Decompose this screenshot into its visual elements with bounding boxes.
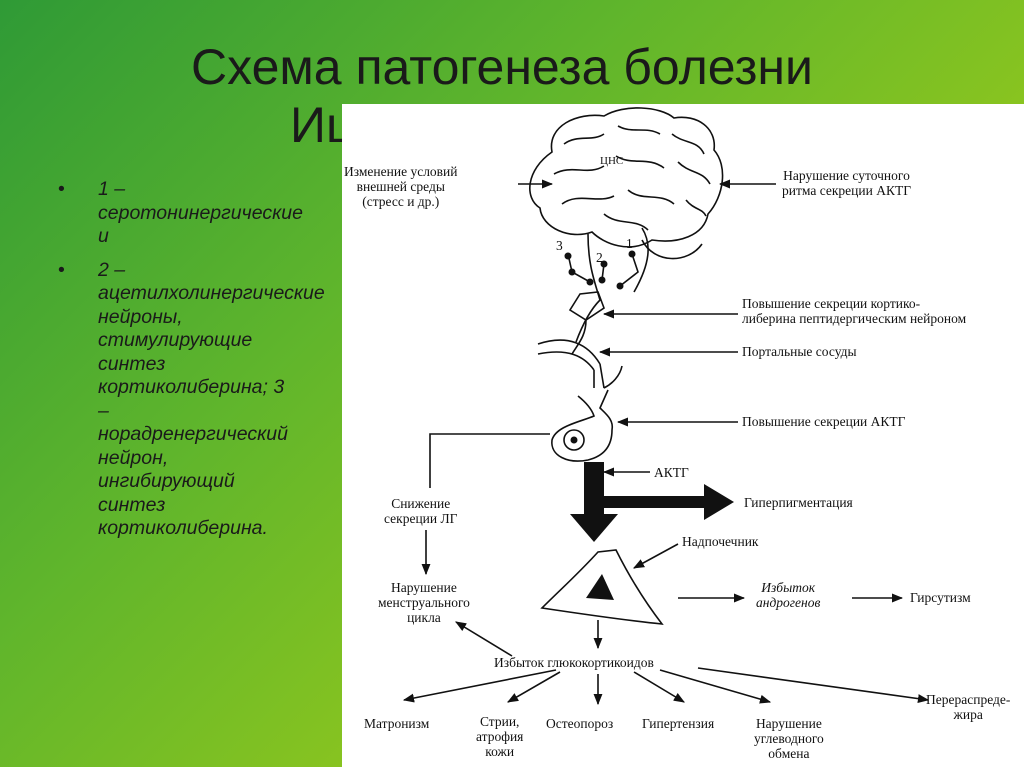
bullet-item: 2 – ацетилхолинергические нейроны, стиму… bbox=[58, 259, 325, 541]
neuron-body bbox=[568, 291, 605, 321]
acth-hyperpigmentation-arrow bbox=[590, 484, 734, 520]
label-acth-up: Повышение секреции АКТГ bbox=[742, 414, 906, 429]
brain-outline bbox=[529, 107, 724, 248]
bullet-item: 1 – серотонинергические и bbox=[58, 178, 303, 249]
label-redistribution: Перераспреде- жира bbox=[926, 692, 1011, 722]
neuron-number-2: 2 bbox=[596, 250, 603, 265]
diagram-graphics bbox=[402, 107, 930, 706]
lh-branch-line bbox=[429, 433, 550, 488]
label-matronism: Матронизм bbox=[364, 716, 430, 731]
title-line-1: Схема патогенеза болезни bbox=[191, 39, 813, 95]
label-portal: Портальные сосуды bbox=[742, 344, 857, 359]
neurosecretory-fiber bbox=[571, 319, 587, 355]
brainstem bbox=[575, 233, 601, 343]
diagram-sheet: ЦНС 3 2 1 Изменение условий внешней сред… bbox=[342, 104, 1024, 767]
adrenal-medulla bbox=[586, 574, 614, 600]
label-hyperpigmentation: Гиперпигментация bbox=[744, 495, 853, 510]
bullet-list: 1 – серотонинергические и 2 – ацетилхоли… bbox=[58, 178, 325, 551]
neuron-tracts bbox=[567, 227, 649, 293]
portal-vessels bbox=[537, 339, 623, 389]
cerebellum bbox=[641, 239, 703, 260]
label-striae: Стрии, атрофия кожи bbox=[476, 714, 524, 759]
label-adrenal: Надпочечник bbox=[682, 534, 759, 549]
label-hirsutism: Гирсутизм bbox=[910, 590, 971, 605]
brain-folds bbox=[553, 125, 711, 231]
label-lh-down: Снижение секреции ЛГ bbox=[384, 496, 458, 526]
neuron-number-3: 3 bbox=[556, 238, 563, 253]
brain-label: ЦНС bbox=[600, 155, 624, 167]
label-crh-secretion: Повышение секреции кортико- либерина пеп… bbox=[742, 296, 967, 326]
label-menstrual: Нарушение менструального цикла bbox=[378, 580, 470, 625]
label-hypertension: Гипертензия bbox=[642, 716, 715, 731]
label-circadian: Нарушение суточного ритма секреции АКТГ bbox=[782, 168, 911, 198]
label-glucocorticoid: Избыток глюкокортикоидов bbox=[494, 655, 654, 670]
adrenal-outline bbox=[540, 549, 664, 625]
label-carbohydrate: Нарушение углеводного обмена bbox=[754, 716, 824, 761]
neuron-number-1: 1 bbox=[626, 236, 633, 251]
label-androgen: Избыток андрогенов bbox=[756, 580, 821, 610]
label-env-change: Изменение условий внешней среды (стресс … bbox=[344, 164, 458, 209]
pituitary-outline bbox=[551, 389, 614, 462]
label-acth: АКТГ bbox=[654, 465, 689, 480]
label-osteoporosis: Остеопороз bbox=[546, 716, 614, 731]
